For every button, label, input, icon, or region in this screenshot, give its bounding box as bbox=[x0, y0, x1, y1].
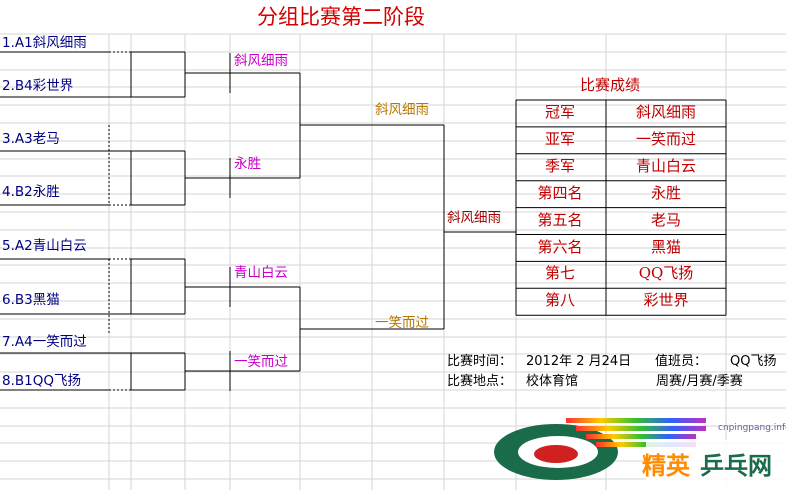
match-cycle: 周赛/月赛/季赛 bbox=[656, 374, 743, 389]
logo-site: cnpingpang.info bbox=[718, 423, 786, 433]
entry-6: 6.B3黑猫 bbox=[2, 292, 60, 308]
round2-winner-2: 一笑而过 bbox=[375, 315, 429, 331]
entry-2: 2.B4彩世界 bbox=[2, 78, 74, 94]
entry-1: 1.A1斜风细雨 bbox=[2, 35, 87, 51]
final-winner: 斜风细雨 bbox=[447, 210, 501, 226]
logo-brand-prefix: 精英 bbox=[642, 452, 691, 480]
result-name-7: QQ飞扬 bbox=[638, 264, 694, 283]
entry-3: 3.A3老马 bbox=[2, 131, 60, 147]
result-rank-8: 第八 bbox=[544, 291, 575, 310]
entry-5: 5.A2青山白云 bbox=[2, 238, 87, 254]
duty-value: QQ飞扬 bbox=[730, 354, 777, 369]
logo-brand: 乒乓网 bbox=[700, 452, 772, 480]
match-place-value: 校体育馆 bbox=[526, 374, 579, 389]
round1-winner-3: 青山白云 bbox=[234, 265, 288, 281]
result-rank-7: 第七 bbox=[544, 264, 575, 283]
result-rank-4: 第四名 bbox=[537, 183, 583, 202]
entry-7: 7.A4一笑而过 bbox=[2, 334, 87, 350]
result-name-8: 彩世界 bbox=[643, 291, 689, 310]
page-title: 分组比赛第二阶段 bbox=[257, 5, 425, 29]
round1-winner-4: 一笑而过 bbox=[234, 354, 288, 370]
round1-winner-1: 斜风细雨 bbox=[234, 53, 288, 69]
round1-winner-2: 永胜 bbox=[234, 156, 261, 172]
entry-8: 8.B1QQ飞扬 bbox=[2, 373, 81, 389]
result-rank-2: 亚军 bbox=[544, 129, 575, 148]
result-name-4: 永胜 bbox=[650, 183, 681, 202]
result-name-3: 青山白云 bbox=[635, 156, 696, 175]
pingpang-logo: cnpingpang.info 精英 乒乓网 bbox=[494, 418, 786, 490]
result-name-1: 斜风细雨 bbox=[635, 103, 696, 121]
result-name-6: 黑猫 bbox=[650, 237, 681, 256]
round2-winner-1: 斜风细雨 bbox=[375, 102, 429, 118]
match-time-value: 2012年 2 月24日 bbox=[526, 354, 632, 369]
match-place-label: 比赛地点： bbox=[447, 374, 513, 389]
results-title: 比赛成绩 bbox=[580, 76, 641, 94]
entry-4: 4.B2永胜 bbox=[2, 184, 60, 200]
result-rank-5: 第五名 bbox=[537, 210, 583, 229]
result-rank-3: 季军 bbox=[544, 156, 575, 175]
result-name-5: 老马 bbox=[650, 210, 681, 229]
result-rank-1: 冠军 bbox=[544, 103, 575, 121]
match-time-label: 比赛时间： bbox=[447, 354, 513, 369]
result-rank-6: 第六名 bbox=[537, 237, 583, 256]
result-name-2: 一笑而过 bbox=[635, 129, 696, 148]
duty-label: 值班员： bbox=[655, 354, 708, 369]
